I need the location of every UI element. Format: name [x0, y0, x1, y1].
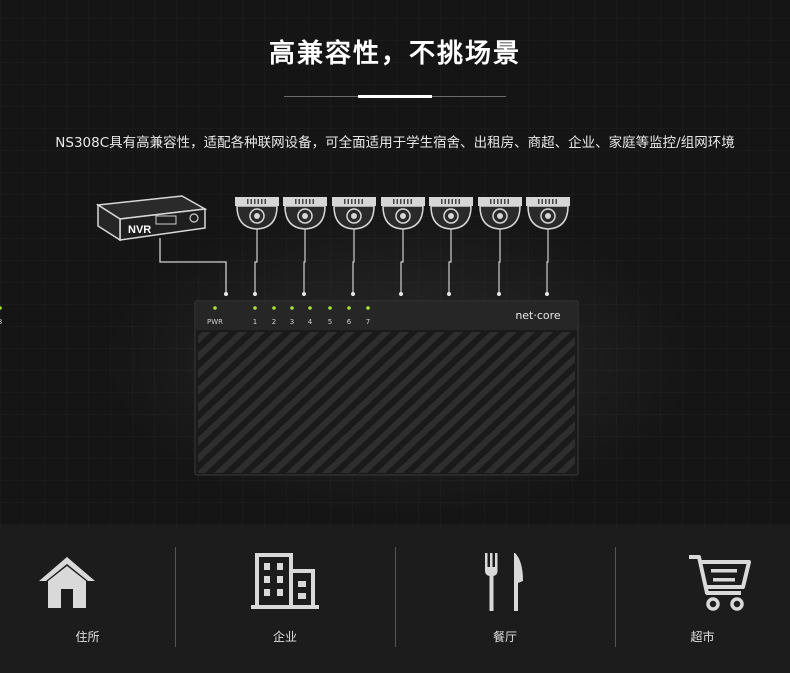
port-label: 6	[347, 318, 352, 326]
divider	[395, 547, 396, 647]
port-led	[253, 306, 257, 310]
network-switch: net·core PWR 1 2 3 4 5 6 7 8	[0, 300, 579, 476]
cable-connector	[497, 292, 501, 296]
cable-connector	[447, 292, 451, 296]
title-underline-accent	[358, 95, 432, 98]
cable-connector	[399, 292, 403, 296]
port-label: PWR	[207, 318, 223, 326]
dome-camera-icon	[283, 197, 327, 230]
category-enterprise: 企业	[175, 525, 395, 673]
port-led	[213, 306, 217, 310]
shopping-cart-icon	[689, 555, 751, 611]
category-label: 住所	[75, 630, 100, 644]
dome-camera-icon	[381, 197, 425, 230]
port-led	[0, 306, 2, 310]
nvr-label: NVR	[128, 224, 151, 236]
hero-section: 高兼容性，不挑场景 NS308C具有高兼容性，适配各种联网设备，可全面适用于学生…	[0, 0, 790, 525]
camera-cable	[400, 229, 404, 293]
cable-connector	[224, 292, 228, 296]
dome-camera-icon	[332, 197, 376, 230]
category-label: 企业	[272, 630, 297, 644]
port-label: 2	[272, 318, 276, 326]
scenario-bar: 住所 企业 餐厅	[0, 525, 790, 673]
dome-camera-icon	[429, 197, 473, 230]
port-label: 3	[290, 318, 294, 326]
port-label: 7	[366, 318, 370, 326]
cable-connector	[302, 292, 306, 296]
camera-cable	[352, 229, 355, 293]
cable-connector	[545, 292, 549, 296]
category-label: 超市	[690, 630, 715, 644]
cable-connector	[351, 292, 355, 296]
category-label: 餐厅	[492, 630, 517, 644]
camera-cable	[254, 229, 258, 293]
camera-cable	[498, 229, 501, 293]
title-underline	[284, 95, 506, 98]
divider	[175, 547, 176, 647]
camera-cable	[546, 229, 549, 293]
port-label: 1	[253, 318, 257, 326]
camera-group	[224, 197, 570, 296]
dome-camera-icon	[235, 197, 279, 230]
port-label: 8	[0, 318, 2, 326]
nvr-device: NVR	[95, 195, 208, 242]
category-restaurant: 餐厅	[395, 525, 615, 673]
camera-cable	[303, 229, 306, 293]
camera-cable	[448, 229, 452, 293]
network-diagram: NVR net·core PWR 1 2 3 4 5 6 7 8	[0, 195, 579, 476]
nvr-cable	[159, 238, 227, 293]
page-title: 高兼容性，不挑场景	[268, 39, 521, 69]
port-led	[272, 306, 276, 310]
house-icon	[39, 557, 95, 608]
category-supermarket: 超市	[615, 525, 790, 673]
cable-connector	[253, 292, 257, 296]
switch-front-grille	[198, 332, 575, 473]
port-led	[328, 306, 332, 310]
divider	[615, 547, 616, 647]
category-residence: 住所	[0, 525, 175, 673]
port-label: 5	[328, 318, 332, 326]
page-subtitle: NS308C具有高兼容性，适配各种联网设备，可全面适用于学生宿舍、出租房、商超、…	[55, 135, 735, 151]
fork-knife-icon	[485, 553, 523, 611]
port-indicators: PWR 1 2 3 4 5 6 7 8	[0, 306, 370, 326]
port-label: 4	[308, 318, 313, 326]
brand-logo: net·core	[515, 309, 561, 322]
port-led	[290, 306, 294, 310]
switch-top-panel	[196, 302, 577, 330]
dome-camera-icon	[478, 197, 522, 230]
port-led	[366, 306, 370, 310]
dome-camera-icon	[526, 197, 570, 230]
office-building-icon	[251, 553, 319, 609]
port-led	[347, 306, 351, 310]
port-led	[308, 306, 312, 310]
